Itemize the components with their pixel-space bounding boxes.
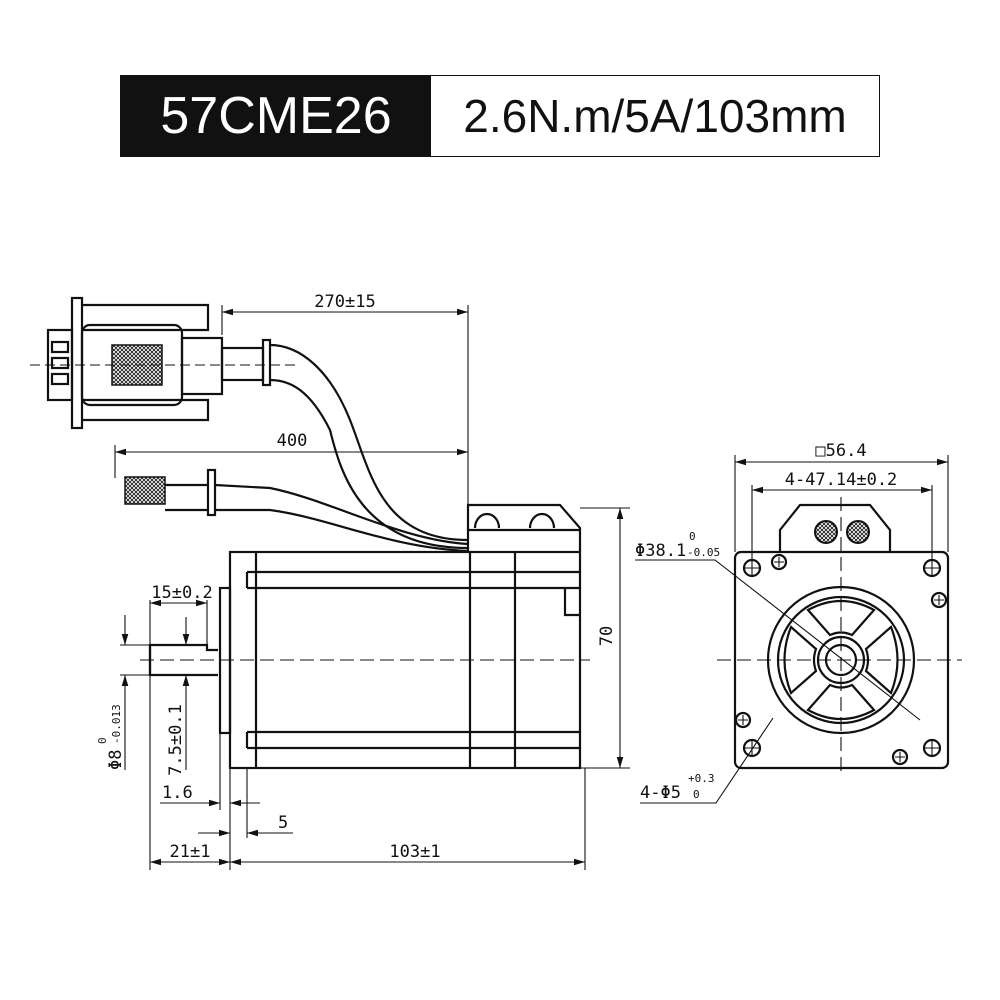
dim-7-5: 7.5±0.1 [166, 704, 186, 776]
dim-phi38-upper: 0 [689, 530, 696, 543]
side-dimensions: 270±15 400 70 15±0.2 7.5±0.1 Φ8 0 -0.013… [96, 292, 630, 870]
dim-56-4: □56.4 [815, 441, 866, 461]
cables [124, 338, 469, 553]
dim-5: 5 [278, 813, 288, 833]
dim-holes: 4-Φ5 [640, 783, 681, 803]
spec-label: 2.6N.m/5A/103mm [463, 90, 847, 142]
encoder-connector [466, 503, 582, 552]
dim-holes-lower: 0 [693, 788, 700, 801]
title-bar: 57CME26 2.6N.m/5A/103mm [120, 75, 880, 157]
dim-70: 70 [597, 626, 617, 646]
dim-phi38-lower: -0.05 [687, 546, 720, 559]
dim-phi8: Φ8 [106, 750, 126, 770]
front-dimensions: □56.4 4-47.14±0.2 Φ38.1 0 -0.05 4-Φ5 +0.… [635, 441, 949, 804]
screws [734, 553, 948, 766]
motor-side-view [140, 550, 590, 770]
dim-103: 103±1 [389, 842, 440, 862]
dim-47-14: 4-47.14±0.2 [785, 470, 898, 490]
dim-21: 21±1 [170, 842, 211, 862]
mounting-holes [742, 558, 942, 758]
dim-phi38: Φ38.1 [635, 541, 686, 561]
model-label: 57CME26 [121, 76, 431, 156]
dim-holes-upper: +0.3 [688, 772, 715, 785]
dim-15: 15±0.2 [151, 583, 212, 603]
dim-400: 400 [277, 431, 308, 451]
dim-phi8-upper: 0 [96, 737, 109, 744]
motor-front-view [717, 497, 962, 777]
dim-phi8-lower: -0.013 [110, 704, 123, 744]
dim-270: 270±15 [314, 292, 375, 312]
dim-1-6: 1.6 [162, 783, 193, 803]
db-connector [30, 296, 300, 430]
